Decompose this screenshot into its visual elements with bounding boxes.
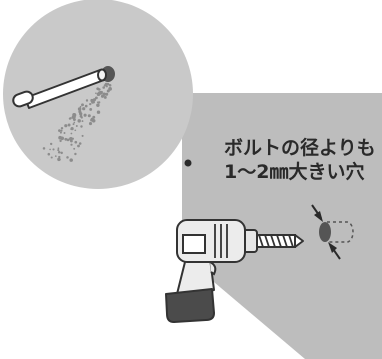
dust-particle bbox=[57, 149, 60, 152]
dust-particle bbox=[75, 125, 78, 127]
dust-particle bbox=[93, 99, 95, 102]
dust-particle bbox=[64, 137, 68, 141]
dust-particle bbox=[108, 83, 110, 86]
arrow-bottom bbox=[328, 242, 341, 260]
dust-particle bbox=[85, 99, 89, 102]
hole bbox=[319, 222, 331, 242]
dust-particle bbox=[89, 102, 92, 106]
drill-battery bbox=[165, 288, 215, 323]
dust-particle bbox=[57, 150, 61, 154]
dust-particle bbox=[52, 148, 55, 151]
dust-particle bbox=[102, 86, 106, 89]
dust-particle bbox=[69, 117, 72, 120]
dust-particle bbox=[72, 123, 75, 126]
dust-particle bbox=[103, 95, 107, 99]
dust-particle bbox=[70, 128, 73, 131]
dust-particle bbox=[67, 123, 71, 127]
dust-particle bbox=[98, 88, 101, 91]
dust-particle bbox=[66, 156, 69, 159]
dust-particle bbox=[92, 115, 96, 119]
dust-particle bbox=[60, 136, 65, 141]
dust-particle bbox=[63, 132, 66, 134]
dust-particle bbox=[73, 147, 76, 150]
dust-particle bbox=[88, 122, 93, 126]
dust-particle bbox=[74, 140, 78, 144]
dust-particle bbox=[78, 142, 82, 145]
dust-particle bbox=[54, 155, 57, 157]
dust-particle bbox=[80, 125, 83, 128]
dust-particle bbox=[58, 158, 61, 161]
dust-particle bbox=[74, 152, 77, 156]
dust-particle bbox=[69, 158, 73, 162]
dust-particle bbox=[81, 120, 84, 123]
dust-particle bbox=[96, 92, 101, 97]
dust-particle bbox=[66, 138, 70, 142]
dust-particle bbox=[95, 92, 97, 94]
dust-particle bbox=[60, 127, 64, 130]
dust-particle bbox=[105, 85, 108, 88]
closeup-drill-bit bbox=[12, 68, 107, 109]
dust-particle bbox=[81, 103, 84, 107]
dust-particle bbox=[81, 134, 84, 137]
dust-particle bbox=[60, 129, 63, 132]
dust-particle bbox=[91, 101, 94, 104]
dust-particle bbox=[58, 129, 61, 132]
arrow-top bbox=[311, 204, 323, 222]
dust-particle bbox=[79, 114, 83, 118]
dust-particle bbox=[89, 107, 93, 111]
dust-particle bbox=[78, 110, 82, 114]
dust-spray bbox=[42, 82, 112, 162]
dust-particle bbox=[57, 147, 60, 150]
dust-particle bbox=[42, 147, 46, 150]
dust-particle bbox=[77, 107, 82, 111]
annotation-line-2: 1〜2㎜大きい穴 bbox=[224, 161, 365, 183]
dust-particle bbox=[87, 114, 91, 118]
drilled-hole-icon bbox=[311, 204, 354, 260]
dust-particle bbox=[50, 156, 53, 159]
closeup-inset bbox=[3, 0, 193, 189]
dust-particle bbox=[107, 90, 110, 93]
dust-particle bbox=[70, 132, 73, 135]
dust-particle bbox=[108, 87, 112, 91]
dust-particle bbox=[59, 131, 62, 134]
dust-particle bbox=[84, 104, 88, 108]
dust-particle bbox=[70, 143, 73, 146]
dust-particle bbox=[72, 118, 76, 121]
dust-particle bbox=[59, 139, 62, 143]
power-drill-icon bbox=[165, 219, 304, 323]
dust-particle bbox=[60, 151, 63, 155]
dust-particle bbox=[83, 113, 87, 117]
bolt-outline-dashed bbox=[327, 221, 354, 243]
dust-particle bbox=[77, 144, 80, 148]
wall-panel bbox=[182, 93, 382, 359]
dust-particle bbox=[96, 110, 101, 114]
dust-particle bbox=[94, 96, 98, 100]
dust-particle bbox=[73, 115, 76, 119]
dust-particle bbox=[64, 124, 68, 128]
dust-particle bbox=[50, 142, 53, 146]
dust-particle bbox=[105, 92, 109, 96]
drill-label-window bbox=[182, 234, 206, 254]
dust-particle bbox=[79, 105, 82, 108]
dust-particle bbox=[82, 107, 86, 111]
dust-particle bbox=[47, 152, 51, 156]
dust-particle bbox=[74, 129, 77, 132]
dust-particle bbox=[96, 103, 100, 108]
dust-particle bbox=[102, 92, 106, 97]
dust-particle bbox=[77, 119, 81, 123]
annotation-line-1: ボルトの径よりも bbox=[224, 137, 376, 159]
dust-particle bbox=[69, 137, 73, 141]
wall-dot bbox=[184, 159, 192, 167]
drill-bit bbox=[254, 234, 304, 248]
dust-particle bbox=[58, 155, 61, 159]
dust-particle bbox=[73, 121, 76, 124]
dust-particle bbox=[98, 101, 101, 104]
dust-particle bbox=[49, 148, 51, 151]
